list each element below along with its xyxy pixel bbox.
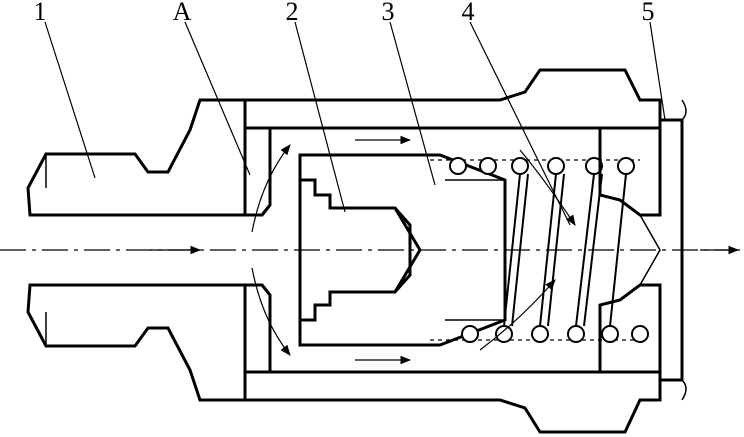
leader-lines	[44, 21, 666, 226]
label-part-3: 3	[382, 0, 395, 26]
label-part-5: 5	[642, 0, 655, 26]
valve-body	[243, 68, 662, 434]
label-part-a: A	[173, 0, 192, 26]
label-part-2: 2	[286, 0, 299, 26]
label-part-1: 1	[34, 0, 47, 26]
inlet-fitting	[26, 98, 247, 402]
outlet-plug	[598, 99, 687, 401]
label-part-4: 4	[462, 0, 475, 26]
flow-arrows	[150, 135, 740, 365]
valve-seat-a	[245, 204, 272, 296]
spring	[430, 157, 649, 343]
